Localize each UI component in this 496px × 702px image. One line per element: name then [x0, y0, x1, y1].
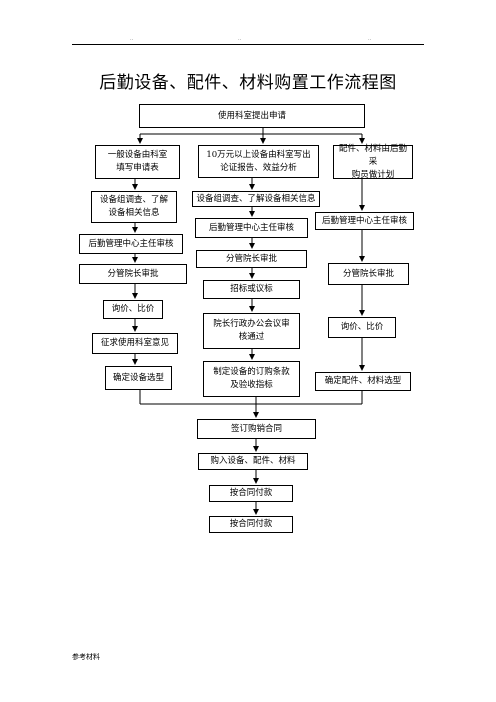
purchase-items: 购入设备、配件、材料	[198, 453, 308, 470]
sign-contract: 签订购销合同	[197, 419, 316, 439]
pay-by-contract-1: 按合同付款	[209, 485, 293, 502]
left-price-inquiry: 询价、比价	[103, 300, 163, 319]
right-parts-plan: 配件、材料由后勤采 购员做计划	[333, 144, 413, 180]
left-consult-department: 征求使用科室意见	[92, 333, 178, 354]
right-select-materials: 确定配件、材料选型	[315, 372, 411, 391]
mid-vp-approval: 分管院长审批	[196, 250, 307, 268]
right-price-inquiry: 询价、比价	[328, 317, 396, 338]
start-box-request: 使用科室提出申请	[139, 104, 365, 128]
mid-director-review: 后勤管理中心主任审核	[195, 218, 308, 238]
left-general-equipment-form: 一般设备由科室 填写申请表	[95, 145, 180, 179]
left-vp-approval: 分管院长审批	[79, 264, 187, 284]
left-select-equipment: 确定设备选型	[105, 366, 172, 390]
left-equipment-research: 设备组调查、了解 设备相关信息	[91, 191, 177, 223]
header-rule	[72, 44, 424, 45]
mid-meeting-approval: 院长行政办公会议审 核通过	[203, 313, 300, 349]
mid-equipment-research: 设备组调查、了解设备相关信息	[192, 191, 320, 207]
right-director-review: 后勤管理中心主任审核	[315, 212, 414, 230]
header-mark-left: ..	[130, 36, 134, 42]
page-title: 后勤设备、配件、材料购置工作流程图	[99, 73, 397, 93]
mid-order-terms: 制定设备的订购条款 及验收指标	[203, 361, 300, 397]
mid-bidding: 招标或议标	[203, 280, 300, 299]
header-mark-center: ..	[238, 36, 242, 42]
footer-note: 参考材料	[72, 653, 100, 661]
left-director-review: 后勤管理中心主任审核	[79, 234, 183, 254]
pay-by-contract-2: 按合同付款	[209, 516, 293, 533]
header-mark-right: ..	[368, 36, 372, 42]
right-vp-approval: 分管院长审批	[328, 263, 409, 285]
mid-large-equipment-report: 10万元以上设备由科室写出 论证报告、效益分析	[198, 145, 319, 178]
